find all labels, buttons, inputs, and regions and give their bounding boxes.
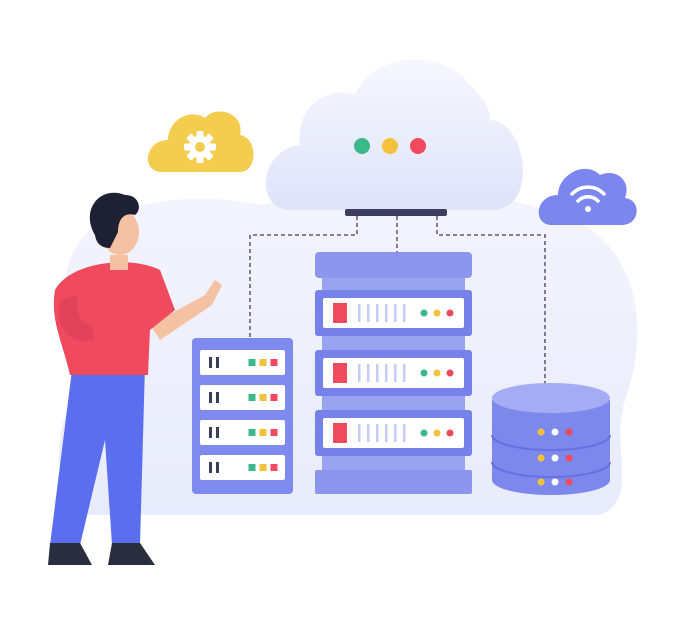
cloud-connector: [345, 209, 447, 216]
status-light: [537, 428, 545, 436]
wifi-icon: [570, 185, 606, 212]
status-light: [259, 359, 267, 366]
wifi-cloud-icon: [538, 168, 637, 225]
status-light: [537, 478, 545, 486]
main-cloud-icon: [265, 59, 523, 210]
server-unit: [200, 455, 285, 480]
status-light: [433, 309, 441, 317]
status-light: [248, 464, 256, 471]
status-light: [446, 309, 454, 317]
status-light: [551, 454, 559, 462]
status-light: [551, 428, 559, 436]
server-unit: [315, 290, 472, 336]
server-unit: [315, 350, 472, 396]
status-light: [270, 429, 278, 436]
status-light: [420, 309, 428, 317]
status-light: [565, 454, 573, 462]
status-light: [270, 394, 278, 401]
server-rack-left: [192, 338, 293, 494]
status-yellow-dot: [382, 138, 398, 154]
status-light: [433, 429, 441, 437]
server-unit: [315, 410, 472, 456]
status-light: [446, 369, 454, 377]
status-light: [248, 359, 256, 366]
status-red-dot: [410, 138, 426, 154]
status-light: [270, 359, 278, 366]
status-light: [248, 429, 256, 436]
status-light: [551, 478, 559, 486]
status-light: [565, 428, 573, 436]
status-light: [537, 454, 545, 462]
status-light: [433, 369, 441, 377]
server-unit: [200, 420, 285, 445]
database-icon: [491, 383, 611, 495]
status-light: [270, 464, 278, 471]
status-light: [259, 464, 267, 471]
server-unit: [200, 385, 285, 410]
status-light: [259, 394, 267, 401]
status-green-dot: [354, 138, 370, 154]
status-light: [420, 429, 428, 437]
gear-icon: [184, 131, 216, 163]
status-light: [565, 478, 573, 486]
gear-cloud-icon: [147, 111, 254, 172]
status-light: [248, 394, 256, 401]
server-rack-center: [315, 252, 472, 494]
status-light: [420, 369, 428, 377]
status-light: [446, 429, 454, 437]
network-lines: [249, 216, 546, 385]
server-unit: [200, 350, 285, 375]
status-light: [259, 429, 267, 436]
person-figure: [48, 192, 222, 565]
